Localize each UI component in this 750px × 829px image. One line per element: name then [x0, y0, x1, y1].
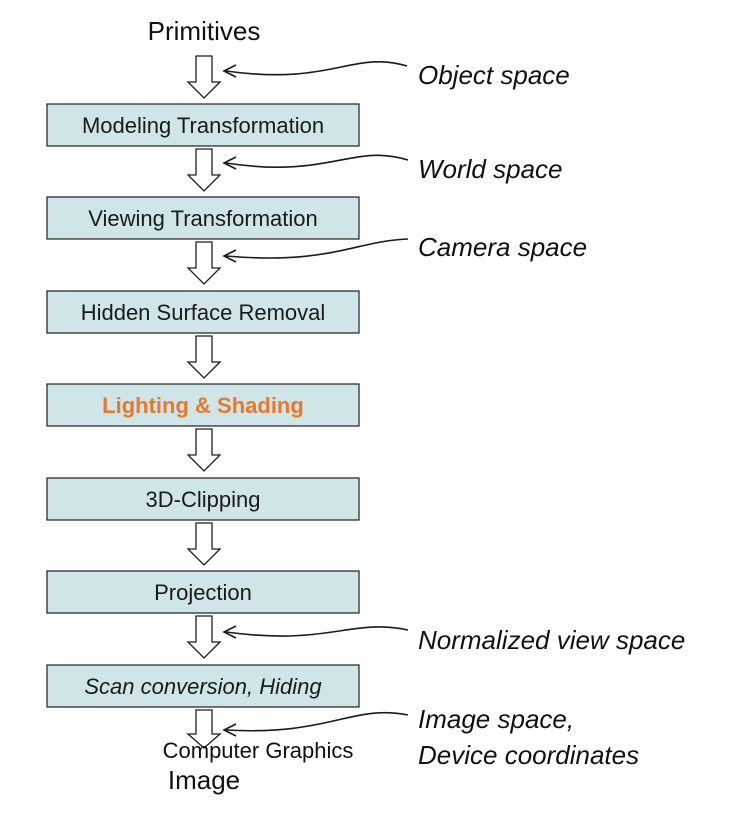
- stage-clipping: 3D-Clipping: [46, 477, 360, 521]
- stage-label: Projection: [154, 580, 252, 605]
- arrowhead-image-space: [222, 723, 237, 737]
- stage-viewing: Viewing Transformation: [46, 196, 360, 240]
- arrow-lighting-to-clipping: [186, 428, 222, 472]
- arrow-primitives-to-modeling: [186, 55, 222, 99]
- stage-label: Modeling Transformation: [82, 113, 324, 138]
- space-label-image-line1: Image space,: [418, 704, 574, 734]
- space-label-image-line2: Device coordinates: [418, 740, 639, 770]
- stage-label: 3D-Clipping: [146, 487, 261, 512]
- primitives-label: Primitives: [148, 16, 261, 46]
- stage-hidden-surface: Hidden Surface Removal: [46, 290, 360, 334]
- space-label-object: Object space: [418, 60, 570, 90]
- stage-label: Hidden Surface Removal: [81, 300, 326, 325]
- pointer-object-space: [225, 61, 408, 76]
- arrow-viewing-to-hidden: [186, 241, 222, 285]
- arrow-hidden-to-lighting: [186, 335, 222, 379]
- pointer-image-space: [225, 711, 409, 732]
- pointer-normalized-space: [225, 626, 409, 637]
- space-label-camera: Camera space: [418, 232, 587, 262]
- flow-arrows: [186, 55, 222, 749]
- stage-label: Viewing Transformation: [88, 206, 318, 231]
- arrowhead-world-space: [222, 156, 237, 170]
- stage-scan-conversion: Scan conversion, Hiding: [46, 664, 360, 708]
- arrowhead-camera-space: [222, 249, 237, 263]
- arrowhead-object-space: [222, 64, 237, 78]
- space-label-normalized: Normalized view space: [418, 625, 685, 655]
- image-label: Image: [168, 765, 240, 795]
- stage-label-highlighted: Lighting & Shading: [102, 393, 304, 418]
- stage-lighting: Lighting & Shading: [46, 383, 360, 427]
- arrow-modeling-to-viewing: [186, 148, 222, 192]
- space-pointers: [222, 61, 409, 737]
- space-label-world: World space: [418, 154, 563, 184]
- stage-label: Scan conversion, Hiding: [84, 674, 322, 699]
- stage-projection: Projection: [46, 570, 360, 614]
- pointer-camera-space: [225, 238, 409, 259]
- arrowhead-normalized-space: [222, 625, 237, 639]
- arrow-scan-to-image: [186, 709, 222, 749]
- arrow-projection-to-scan: [186, 615, 222, 659]
- pointer-world-space: [225, 154, 409, 168]
- computer-graphics-caption: Computer Graphics: [163, 738, 354, 763]
- stage-modeling: Modeling Transformation: [46, 103, 360, 147]
- arrow-clipping-to-projection: [186, 522, 222, 566]
